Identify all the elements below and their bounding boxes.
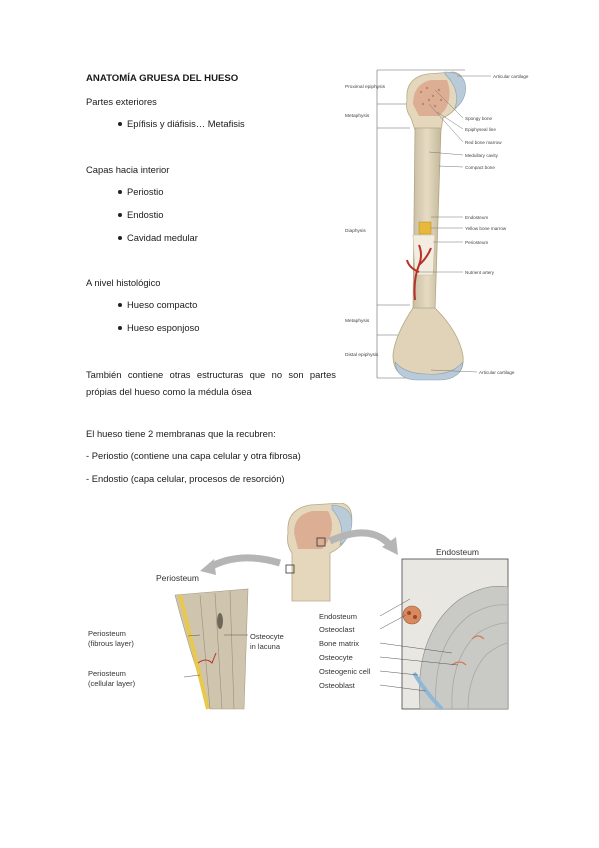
label-fibrous-layer: (fibrous layer) [88,639,134,648]
label-red-marrow: Red bone marrow [465,140,502,145]
arrow-to-periosteum [208,554,282,571]
list-item: Hueso compacto [118,299,197,310]
bullet-icon [118,189,122,194]
section-label-exteriores: Partes exteriores [86,96,157,107]
distal-epiphysis-shape [392,307,464,379]
membrane-item: - Endostio (capa celular, procesos de re… [86,473,285,484]
membrane-item: - Periostio (contiene una capa celular y… [86,450,301,461]
label-cellular-layer: (cellular layer) [88,679,136,688]
bullet-icon [118,235,122,240]
label-osteocyte: Osteocyte [250,632,284,641]
label-bone-matrix: Bone matrix [319,639,359,648]
label-medullary: Medullary cavity [465,153,499,158]
label-periosteum: Periosteum [465,240,488,245]
page-heading: ANATOMÍA GRUESA DEL HUESO [86,73,239,84]
label-endosteum: Endosteum [319,612,357,621]
label-articular-top: Articular cartilage [493,74,529,79]
label-articular-bottom: Articular cartilage [479,370,515,375]
arrow-to-endosteum [328,529,393,548]
label-spongy: Spongy bone [465,116,493,121]
diaphysis-shape [412,127,442,311]
label-yellow-marrow: Yellow bone marrow [465,226,507,231]
long-bone-diagram: Proximal epiphysis Metaphysis Diaphysis … [345,69,529,381]
list-item-text: Hueso esponjoso [127,322,200,333]
bullet-icon [118,325,122,330]
list-item: Hueso esponjoso [118,322,199,333]
zoom-box-periosteum [285,564,295,574]
periosteum-endosteum-diagram: Periosteum Periosteum (fibrous layer) Pe… [88,503,509,711]
list-item-text: Epífisis y diáfisis… Metafisis [127,118,245,129]
label-osteogenic-cell: Osteogenic cell [319,667,371,676]
periosteum-title: Periosteum [156,573,199,583]
spongy-bone-area [413,80,450,116]
list-item: Periostio [118,186,163,197]
bullet-icon [118,212,122,217]
list-item-text: Endostio [127,209,164,220]
label-nutrient: Nutrient artery [465,270,495,275]
label-distal: Distal epiphysis [345,352,379,358]
section-label-capas: Capas hacia interior [86,164,170,175]
label-compact: Compact bone [465,165,495,170]
zoom-box-endosteum [316,537,326,547]
bullet-icon [118,302,122,307]
list-item-text: Hueso compacto [127,299,198,310]
list-item: Cavidad medular [118,232,198,243]
section-label-histologico: A nivel histológico [86,277,161,288]
membranes-intro: El hueso tiene 2 membranas que la recubr… [86,428,276,439]
yellow-marrow-patch [418,221,432,235]
label-osteocyte-right: Osteocyte [319,653,353,662]
paragraph-estructuras: También contiene otras estructuras que n… [86,369,336,397]
label-metaphysis-bottom: Metaphysis [345,318,370,324]
articular-cartilage-bottom [394,361,464,381]
label-in-lacuna: in lacuna [250,642,281,651]
label-metaphysis-top: Metaphysis [345,113,370,119]
endosteum-title: Endosteum [436,547,479,557]
red-bone-marrow-dots [419,86,443,108]
nutrient-artery [406,244,432,301]
label-endosteum: Endosteum [465,215,488,220]
list-item: Endostio [118,209,163,220]
list-item: Epífisis y diáfisis… Metafisis [118,118,245,129]
list-item-text: Periostio [127,186,164,197]
periosteum-section [174,588,249,710]
articular-cartilage-top [444,71,466,109]
label-proximal: Proximal epiphysis [345,84,386,90]
label-diaphysis: Diaphysis [345,228,366,234]
label-periosteum-cellular: Periosteum [88,669,126,678]
bullet-icon [118,121,122,126]
label-periosteum-fibrous: Periosteum [88,629,126,638]
label-osteoblast: Osteoblast [319,681,356,690]
label-epiphyseal: Epiphyseal line [465,127,496,132]
label-osteoclast: Osteoclast [319,625,355,634]
list-item-text: Cavidad medular [127,232,198,243]
